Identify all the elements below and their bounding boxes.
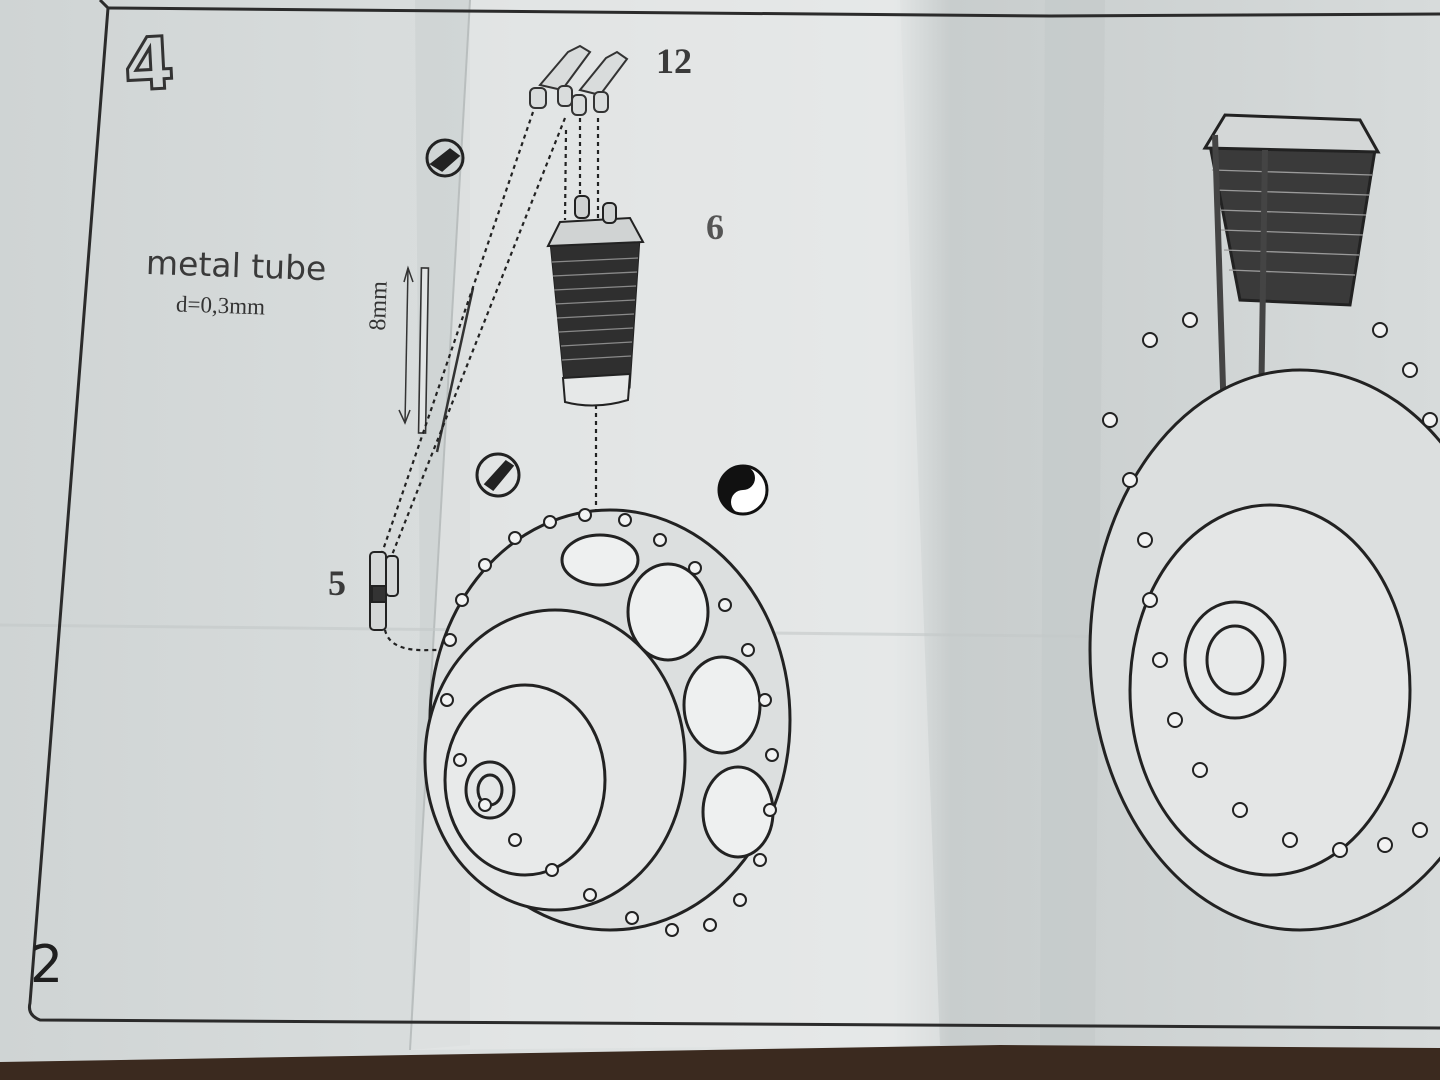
- assembled-engine: [1088, 113, 1440, 932]
- step-panel-border: [28, 0, 1440, 1030]
- assembled-engine-bolts: [1102, 312, 1438, 858]
- metal-tube-drawing: [398, 265, 475, 453]
- step-number: 4: [120, 19, 177, 109]
- page-number: 2: [30, 935, 64, 995]
- metal-tube-diameter: d=0,3mm: [175, 291, 266, 320]
- glue-icon: [425, 138, 465, 178]
- part-number-rocker-arms: 12: [656, 41, 692, 81]
- metal-tube-title: metal tube: [145, 242, 328, 289]
- crankcase-bolts: [440, 508, 779, 937]
- color-half-icon: [717, 464, 769, 516]
- part-number-cylinder: 6: [706, 207, 724, 247]
- pushrod-base-part: [369, 551, 399, 631]
- cylinder-part: [546, 195, 645, 407]
- paint-icon: [475, 452, 521, 498]
- metal-tube-length: 8mm: [365, 280, 393, 331]
- rocker-arm-part: [529, 44, 629, 116]
- part-number-pushrod-base: 5: [328, 563, 346, 603]
- engine-crankcase: [423, 508, 792, 932]
